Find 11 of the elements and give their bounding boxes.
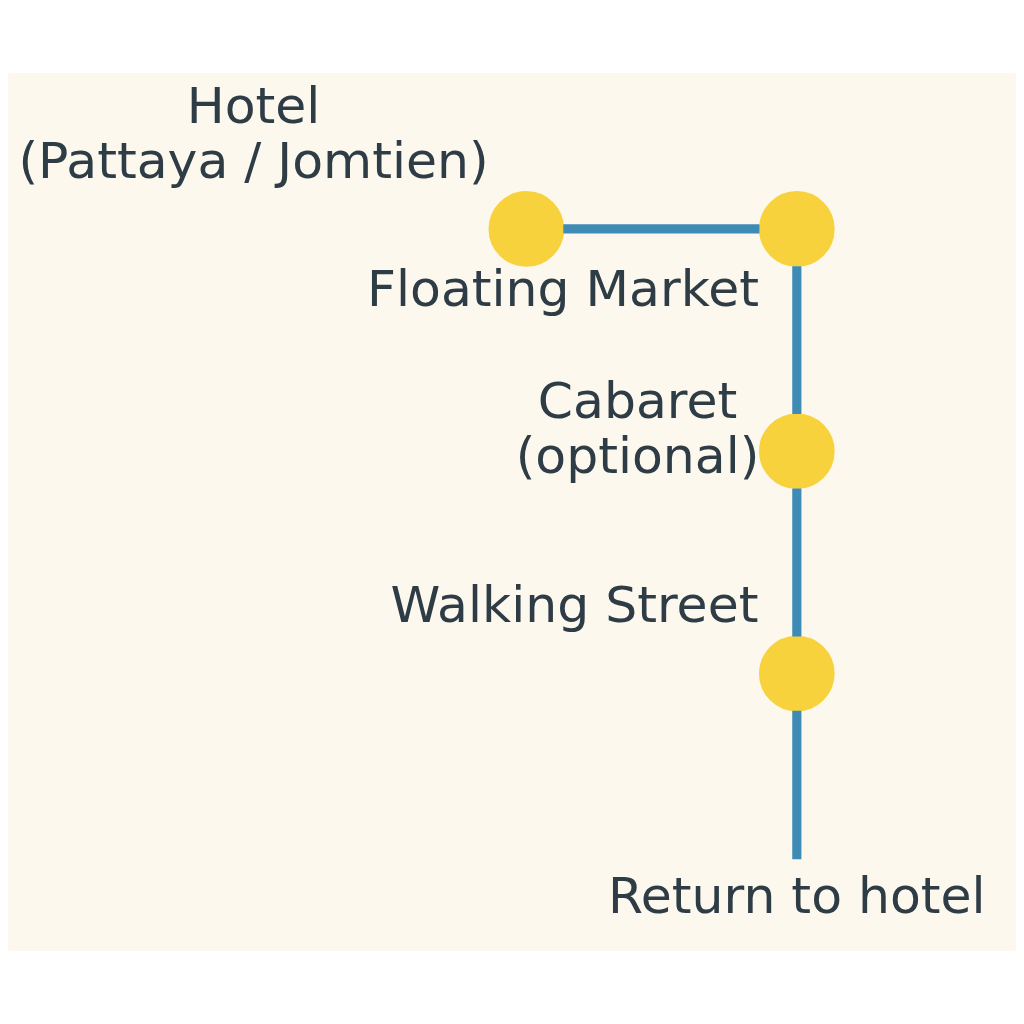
connector [792,266,802,415]
connector [792,710,802,860]
node-circle [759,635,835,712]
node-label: Walking Street [390,575,759,635]
node-label: Floating Market [367,258,759,318]
node-text: Return to hotel [608,866,986,926]
node-circle [759,413,835,490]
connector [563,224,760,234]
node-circle [488,191,565,267]
connector [792,488,802,637]
node-circle [759,191,835,267]
